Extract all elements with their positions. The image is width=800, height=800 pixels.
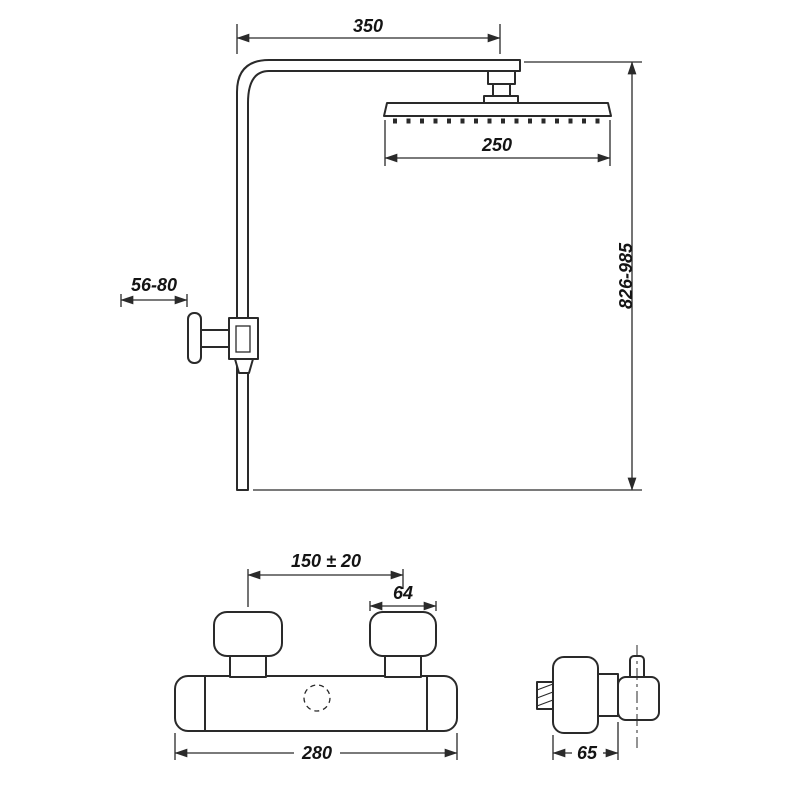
- mixer-body: [174, 675, 458, 732]
- dim-arm-reach-label: 350: [353, 16, 383, 36]
- right-handle: [369, 611, 437, 657]
- wall-flange: [187, 312, 202, 364]
- left-handle: [213, 611, 283, 657]
- dim-body-depth-label: 65: [577, 743, 598, 763]
- wall-bracket: [187, 312, 259, 374]
- clamp-detail: [235, 325, 251, 353]
- right-handle-neck: [384, 653, 422, 678]
- mixer-front-view: 150 ± 20 64 280: [174, 551, 458, 763]
- bracket-arm: [200, 329, 231, 348]
- dim-wall-bracket-range-label: 56-80: [131, 275, 177, 295]
- dim-arm-reach: 350: [236, 16, 501, 54]
- dim-head-width: 250: [384, 120, 611, 166]
- shower-head: [383, 102, 612, 124]
- dim-body-width: 280: [174, 733, 458, 763]
- dim-wall-bracket-range: 56-80: [120, 275, 188, 307]
- dim-handle-spacing-label: 150 ± 20: [291, 551, 361, 571]
- wall-thread-connector: [536, 681, 554, 710]
- dim-handle-spacing: 150 ± 20: [247, 551, 404, 607]
- dim-handle-width: 64: [369, 583, 437, 611]
- riser-pipe-and-arm: [236, 59, 521, 491]
- pipe-clamp: [228, 317, 259, 360]
- dim-height-range: 826-985: [253, 61, 642, 491]
- shower-column-view: 350 250 826-985 56-80: [120, 16, 642, 491]
- dim-body-depth: 65: [552, 722, 619, 763]
- dim-body-width-label: 280: [301, 743, 332, 763]
- side-body: [552, 656, 599, 734]
- side-neck: [597, 673, 619, 717]
- dim-height-range-label: 826-985: [616, 242, 636, 309]
- dim-handle-width-label: 64: [393, 583, 413, 603]
- shower-head-connector: [483, 70, 519, 105]
- mixer-side-view: 65: [536, 645, 660, 763]
- dim-head-width-label: 250: [481, 135, 512, 155]
- handset-holder: [234, 358, 254, 374]
- body-center-mark: [303, 684, 331, 712]
- left-handle-neck: [229, 653, 267, 678]
- side-handle: [617, 676, 660, 721]
